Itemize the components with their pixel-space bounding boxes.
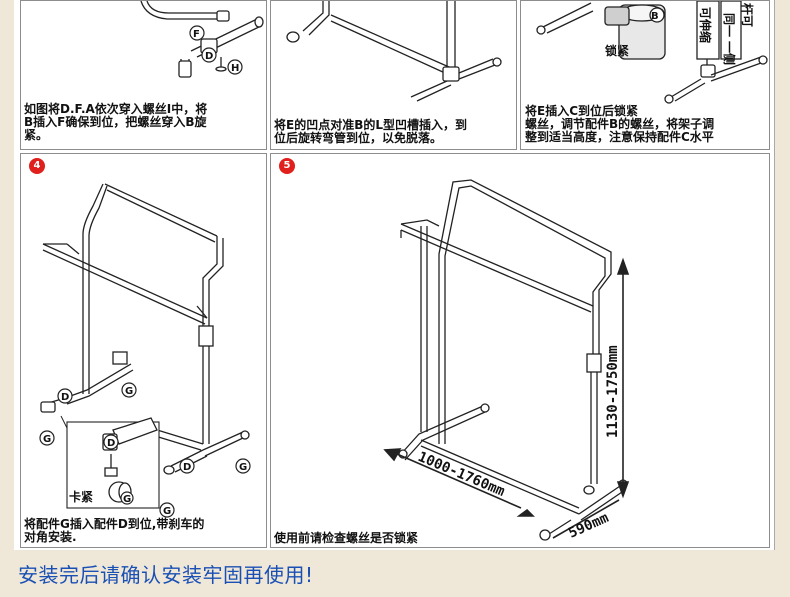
caption-step4: 将配件G插入配件D到位,带刹车的 对角安装. — [24, 517, 205, 544]
label-d: D — [183, 462, 191, 473]
label-telescopic: 可伸缩 — [698, 7, 713, 43]
illustration-step4: D G G D G D G G 卡紧 — [39, 183, 251, 518]
illustration-step3: B 锁紧 可伸缩 一侧 同一 杆可 — [536, 1, 768, 104]
panel-top-middle: 将E的凹点对准B的L型凹槽插入，到 位后旋转弯管到位，以免脱落。 — [270, 0, 517, 150]
label-lock: 锁紧 — [605, 43, 629, 58]
dim-length: 1000-1760mm — [415, 449, 507, 500]
label-f: F — [193, 29, 200, 40]
step-number-badge: 5 — [279, 158, 295, 174]
panel-step4: D G G D G D G G 卡紧 4 将配件G插入配件D到位,带刹车的 对角… — [20, 153, 267, 548]
label-g: G — [123, 494, 131, 505]
panel-top-right: B 锁紧 可伸缩 一侧 同一 杆可 将E插入C到位后锁紧 螺丝，调节配件B的螺丝… — [520, 0, 770, 150]
label-g: G — [163, 506, 171, 517]
label-d: D — [205, 51, 213, 62]
label-same: 同一 — [722, 13, 736, 37]
caption-step3: 将E插入C到位后锁紧 螺丝，调节配件B的螺丝，将架子调 整到适当高度，注意保持配… — [525, 104, 715, 144]
illustration-step1: F D H — [140, 1, 264, 78]
label-d: D — [107, 438, 115, 449]
label-h-circle — [227, 59, 243, 75]
label-side: 一侧 — [722, 41, 737, 65]
illustration-step2 — [286, 1, 502, 102]
caption-step1: 如图将D.F.A依次穿入螺丝I中，将 B插入F确保到位，把螺丝穿入B旋 紧。 — [24, 102, 208, 142]
illustration-step5: 1130-1750mm 1000-1760mm 590mm — [383, 179, 630, 542]
label-b: B — [651, 11, 659, 22]
dim-height: 1130-1750mm — [605, 345, 621, 438]
label-g: G — [43, 434, 51, 445]
label-d: D — [61, 392, 69, 403]
label-g: G — [239, 462, 247, 473]
caption-step5: 使用前请检查螺丝是否锁紧 — [274, 531, 419, 545]
label-f-circle — [189, 25, 205, 41]
step-number-badge: 4 — [29, 158, 45, 174]
footer-warning: 安装完后请确认安装牢固再使用! — [18, 563, 314, 587]
label-g: G — [125, 386, 133, 397]
panel-top-left: F D H 如图将D.F.A依次穿入螺丝I中，将 B插入F确保到位，把螺丝穿入B… — [20, 0, 267, 150]
label-d-circle — [201, 47, 217, 63]
label-h: H — [231, 63, 239, 74]
label-clamp: 卡紧 — [69, 489, 93, 504]
label-rod: 杆可 — [740, 3, 755, 27]
panel-step5: 1130-1750mm 1000-1760mm 590mm 5 使用前请检查螺丝… — [270, 153, 770, 548]
caption-step2: 将E的凹点对准B的L型凹槽插入，到 位后旋转弯管到位，以免脱落。 — [274, 118, 467, 145]
